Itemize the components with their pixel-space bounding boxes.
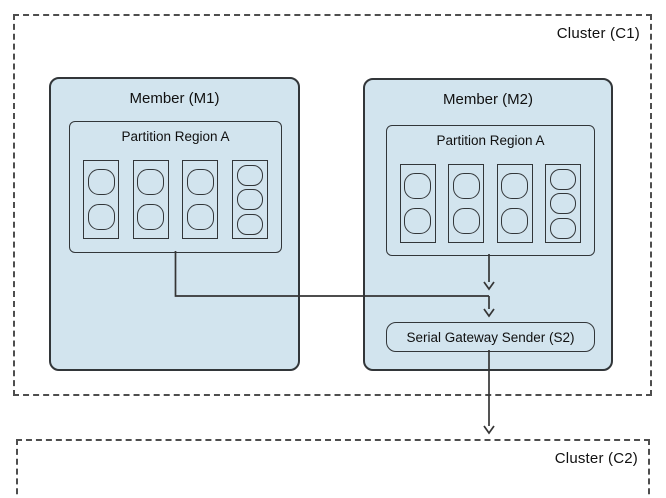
bucket <box>83 160 120 239</box>
serial-gateway-sender-box: Serial Gateway Sender (S2) <box>386 322 595 352</box>
entry-oval <box>137 169 165 196</box>
partition-region-m2: Partition Region A <box>386 125 595 256</box>
bucket <box>399 164 436 243</box>
arrowhead-cluster-c2-icon <box>483 425 495 435</box>
entry-oval <box>550 217 577 239</box>
partition-region-m1: Partition Region A <box>69 121 282 253</box>
member-m1-box: Member (M1) Partition Region A <box>49 77 300 371</box>
entry-oval <box>550 168 577 190</box>
entry-oval <box>452 207 480 234</box>
entry-oval <box>501 207 529 234</box>
entry-oval <box>404 173 432 200</box>
bucket-grid-m1 <box>70 160 281 239</box>
member-m2-label: Member (M2) <box>442 91 533 108</box>
cluster-c1-box: Cluster (C1) <box>13 14 652 396</box>
member-m1-label: Member (M1) <box>129 90 220 107</box>
bucket-grid-m2 <box>387 164 594 243</box>
entry-oval <box>501 173 529 200</box>
cluster-c2-label: Cluster (C2) <box>554 450 638 467</box>
member-m2-box: Member (M2) Partition Region A Serial Ga… <box>363 78 613 371</box>
bucket <box>132 160 169 239</box>
serial-gateway-sender-label: Serial Gateway Sender (S2) <box>406 329 575 345</box>
entry-oval <box>186 169 214 196</box>
bucket <box>182 160 219 239</box>
entry-oval <box>236 189 263 210</box>
cluster-c1-label: Cluster (C1) <box>556 25 640 42</box>
entry-oval <box>550 193 577 214</box>
entry-oval <box>404 207 432 234</box>
bucket <box>496 164 533 243</box>
entry-oval <box>137 203 165 230</box>
entry-oval <box>186 203 214 230</box>
bucket <box>448 164 485 243</box>
entry-oval <box>236 213 263 235</box>
cluster-c2-box: Cluster (C2) <box>16 439 650 498</box>
entry-oval <box>236 164 263 186</box>
partition-region-m2-label: Partition Region A <box>436 133 545 148</box>
entry-oval <box>452 173 480 200</box>
bucket <box>545 164 582 243</box>
entry-oval <box>87 203 115 230</box>
partition-region-m1-label: Partition Region A <box>121 129 230 144</box>
bucket <box>231 160 268 239</box>
entry-oval <box>87 169 115 196</box>
